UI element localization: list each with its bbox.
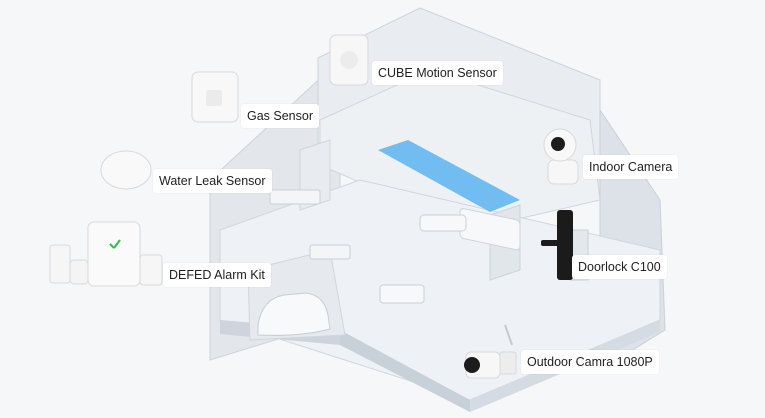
car xyxy=(257,292,331,336)
sofa xyxy=(419,214,467,232)
alarm-kit-device xyxy=(49,221,163,287)
gas-sensor-label: Gas Sensor xyxy=(241,104,320,128)
cube-motion-sensor-device xyxy=(329,34,369,86)
outdoor-camera-label: Outdoor Camra 1080P xyxy=(521,350,659,374)
house-base-front xyxy=(340,330,470,412)
gas-sensor-device xyxy=(191,71,239,123)
alarm-kit-label: DEFED Alarm Kit xyxy=(163,263,271,287)
indoor-camera-label: Indoor Camera xyxy=(583,155,679,179)
doorlock-device xyxy=(541,210,573,280)
dining-table xyxy=(379,284,425,304)
cube-motion-sensor-label: CUBE Motion Sensor xyxy=(372,61,503,85)
outdoor-camera-device xyxy=(464,324,517,379)
water-leak-sensor-label: Water Leak Sensor xyxy=(153,169,272,193)
tv-cabinet xyxy=(309,244,351,260)
doorlock-label: Doorlock C100 xyxy=(572,255,667,279)
indoor-camera-device xyxy=(543,128,579,185)
water-leak-sensor-device xyxy=(100,150,152,190)
kitchen-counter xyxy=(269,189,321,205)
pool xyxy=(378,140,520,212)
